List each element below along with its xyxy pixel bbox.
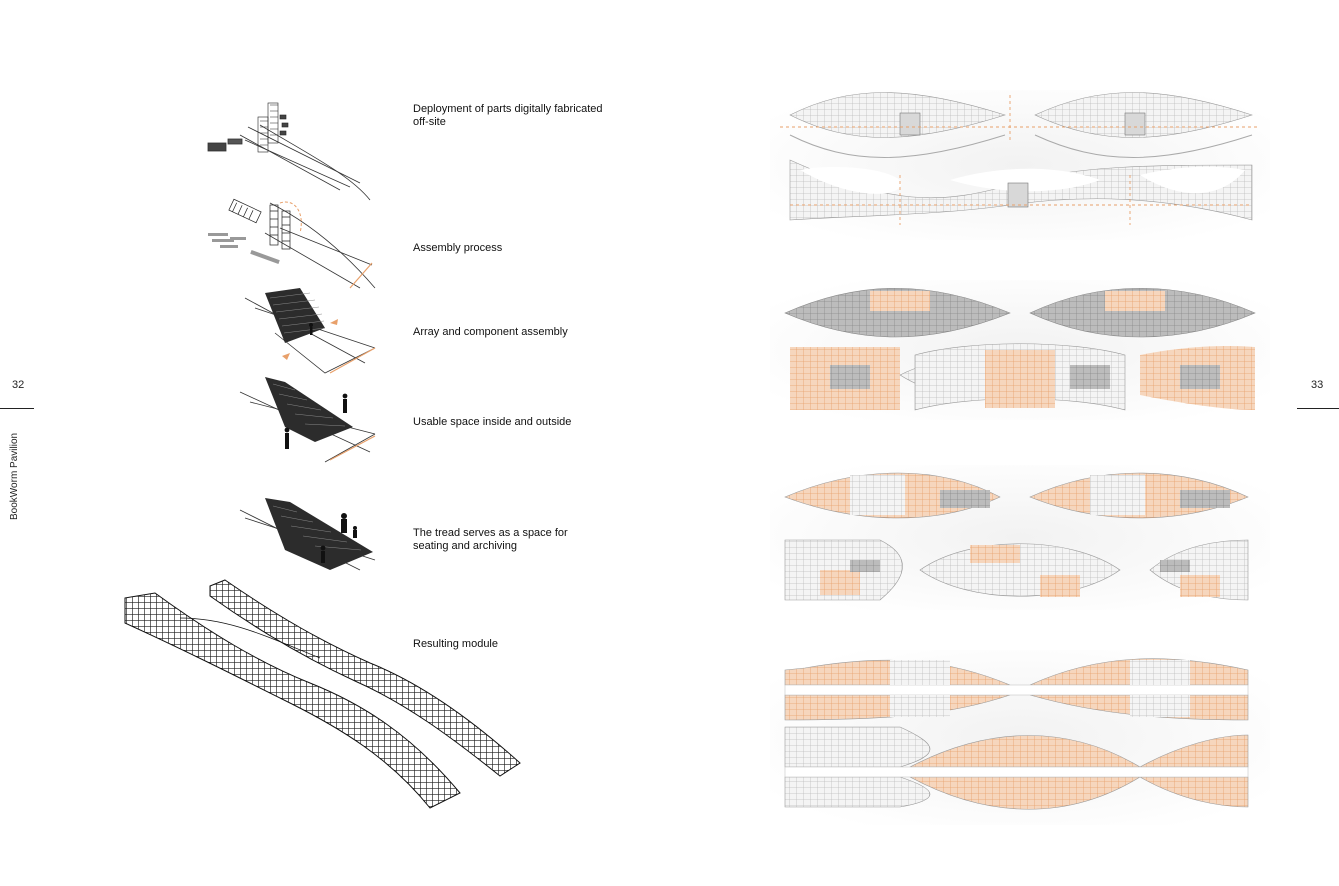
tread-diagram <box>239 498 376 571</box>
array-diagram <box>244 288 376 374</box>
caption-deployment: Deployment of parts digitally fabricated… <box>413 103 603 128</box>
right-page-number: 33 <box>1311 379 1324 391</box>
resulting-module-diagram <box>124 579 521 809</box>
plan-views <box>770 90 1270 825</box>
caption-tread: The tread serves as a space for seating … <box>413 527 568 552</box>
usable-space-diagram <box>239 377 376 463</box>
left-page-number: 32 <box>12 379 25 391</box>
right-margin-rule <box>1297 408 1339 409</box>
left-margin-rule <box>0 408 34 409</box>
caption-assembly: Assembly process <box>413 242 503 254</box>
deployment-diagram <box>207 102 371 201</box>
caption-resulting-module: Resulting module <box>413 638 498 650</box>
plan-view-3 <box>770 465 1270 610</box>
caption-array: Array and component assembly <box>413 326 568 338</box>
caption-usable-space: Usable space inside and outside <box>413 416 572 428</box>
plan-view-1 <box>770 90 1270 240</box>
running-title: BookWorm Pavilion <box>9 432 20 520</box>
assembly-diagram <box>208 198 376 289</box>
plan-view-4 <box>770 650 1270 825</box>
plan-view-2 <box>770 280 1270 420</box>
